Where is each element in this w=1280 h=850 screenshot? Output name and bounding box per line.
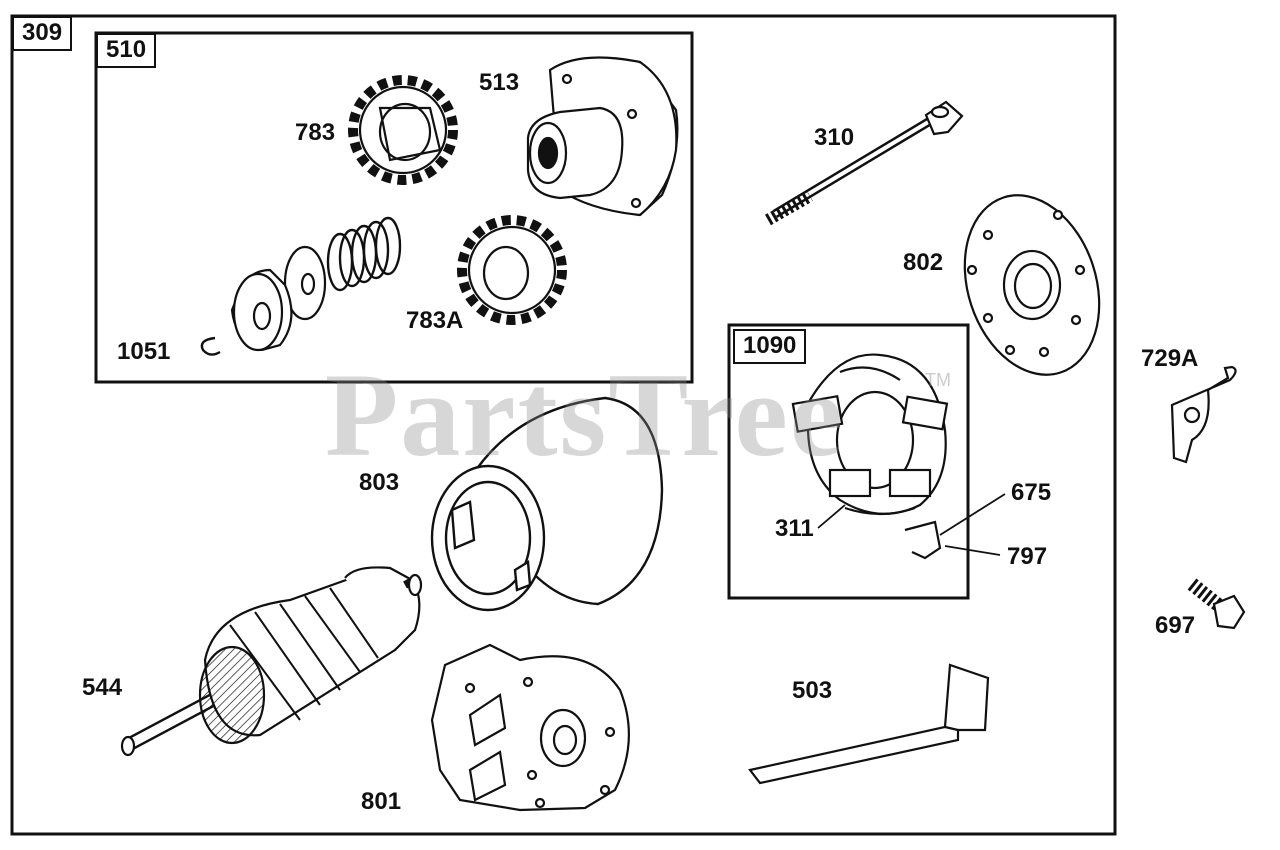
part-label-513[interactable]: 513: [479, 69, 520, 96]
part-label-544[interactable]: 544: [82, 674, 123, 701]
part-label-797[interactable]: 797: [1007, 543, 1048, 570]
part-label-801[interactable]: 801: [361, 788, 402, 815]
gear-783A-icon: [457, 215, 567, 325]
watermark: PartsTree: [325, 348, 845, 481]
screw-697-icon: [1187, 578, 1246, 630]
strap-503-icon: [748, 663, 990, 785]
outer-frame-309: [10, 14, 1117, 836]
bracket-729A-icon: [1170, 365, 1237, 464]
through-bolt-310-icon: [765, 100, 964, 226]
watermark-trademark: TM: [925, 370, 951, 390]
part-label-803[interactable]: 803: [359, 469, 400, 496]
part-label-697[interactable]: 697: [1155, 612, 1196, 639]
part-label-783A[interactable]: 783A: [406, 307, 464, 334]
field-frame-803-icon: [430, 396, 664, 612]
group-label-510[interactable]: 510: [96, 33, 157, 68]
part-label-310[interactable]: 310: [814, 124, 855, 151]
part-label-802[interactable]: 802: [903, 249, 944, 276]
spring-icon: [326, 216, 402, 292]
frame-510: [94, 31, 694, 384]
drive-housing-513-icon: [526, 56, 679, 217]
frame-1090: [727, 323, 970, 600]
part-label-675[interactable]: 675: [1011, 479, 1052, 506]
washer-icon: [283, 245, 327, 321]
group-label-1090[interactable]: 1090: [733, 329, 807, 364]
leader-797: [944, 545, 1001, 556]
leader-311: [817, 504, 846, 529]
part-label-503[interactable]: 503: [792, 677, 833, 704]
group-label-309[interactable]: 309: [12, 16, 73, 51]
part-label-783[interactable]: 783: [295, 119, 336, 146]
part-label-1051[interactable]: 1051: [117, 338, 171, 365]
brush-holder-1090-icon: [791, 353, 949, 560]
armature-544-icon: [120, 566, 423, 757]
end-plate-802-icon: [963, 194, 1101, 376]
part-label-729A[interactable]: 729A: [1141, 345, 1199, 372]
gear-783-icon: [348, 75, 458, 185]
end-bracket-801-icon: [430, 643, 630, 812]
leader-675: [939, 493, 1006, 536]
part-label-311[interactable]: 311: [775, 515, 814, 542]
retaining-ring-1051-icon: [200, 336, 221, 356]
collar-icon: [230, 268, 293, 352]
